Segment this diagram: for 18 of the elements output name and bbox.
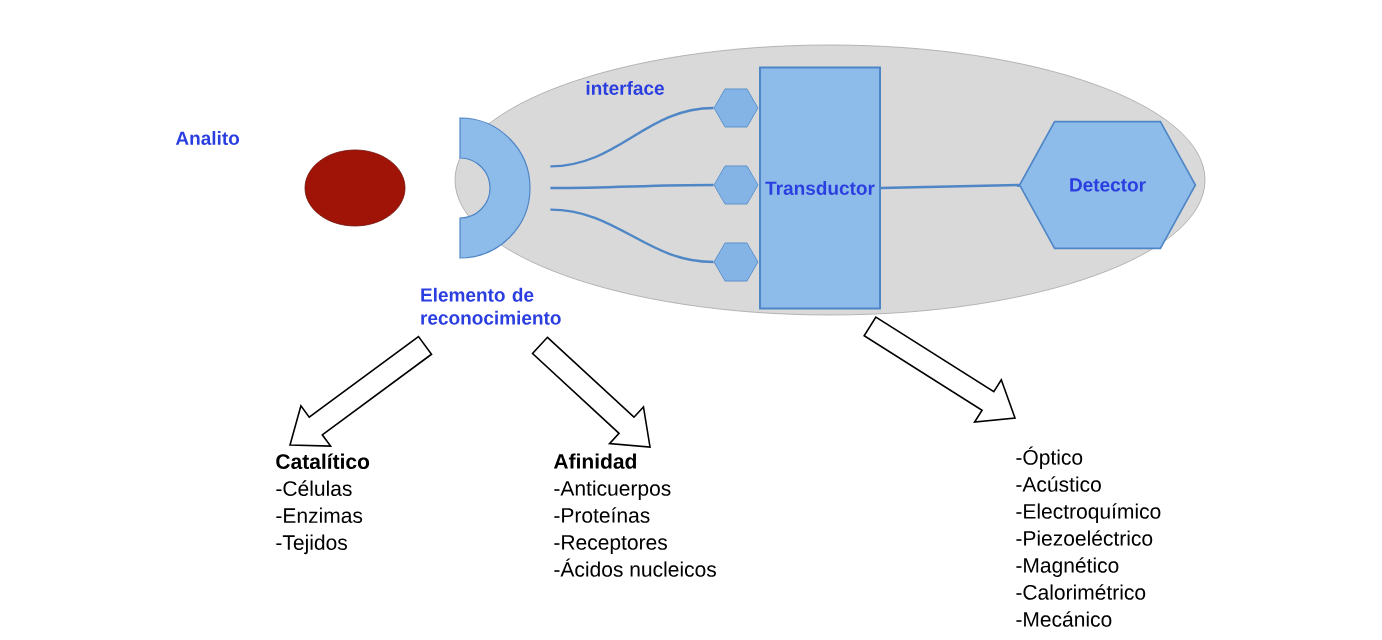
interface-hexagon [713, 165, 759, 205]
connector-line [881, 183, 1020, 190]
detector-hexagon: Detector [1018, 120, 1197, 250]
block-arrow [531, 336, 651, 448]
block-arrow [863, 316, 1017, 424]
type-list: Afinidad -Anticuerpos -Proteínas -Receptores -Ácidos nucleicos [553, 453, 716, 577]
analyte-label: Analito [175, 131, 240, 145]
interface-hexagon [713, 242, 759, 282]
connector-line [550, 106, 714, 168]
connector-line [550, 183, 714, 190]
interface-label: interface [586, 81, 664, 95]
connector-line [550, 208, 714, 264]
block-arrow [288, 335, 433, 447]
type-list: -Óptico -Acústico -Electroquímico -Piezoeléctrico -Magnético -Calorimétrico -Mecánico [1016, 446, 1161, 627]
transducer-box: Transductor [759, 66, 881, 310]
element-label: Elemento de reconocimiento [421, 287, 561, 325]
type-list: Catalítico -Células -Enzimas -Tejidos [276, 453, 370, 555]
interface-hexagon [713, 88, 759, 128]
